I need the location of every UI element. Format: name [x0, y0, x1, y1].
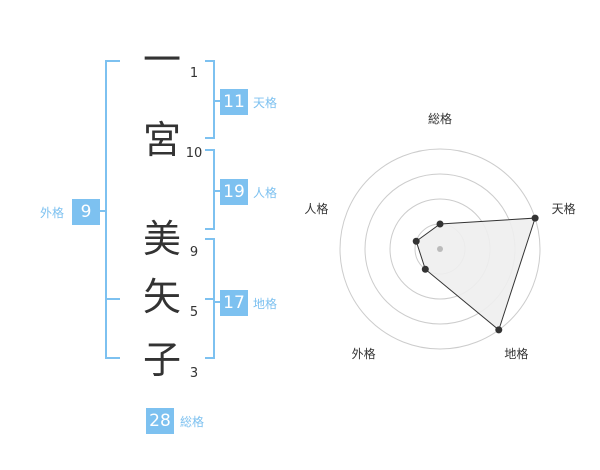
radar-point-1 — [436, 220, 444, 228]
name-char-2: 宮 — [142, 118, 181, 162]
radar-axis-label-5: 人格 — [304, 201, 328, 216]
gaikaku-value-badge: 9 — [72, 199, 100, 225]
chikaku-value-badge: 17 — [220, 290, 248, 316]
stroke-count-3: 9 — [189, 245, 199, 260]
gaikaku-bracket-outer — [105, 60, 120, 359]
name-char-5: 子 — [142, 338, 181, 382]
radar-grid-ring — [339, 148, 541, 350]
radar-point-4 — [421, 265, 429, 273]
jinkaku-bracket — [205, 149, 215, 230]
tenkaku-bracket — [205, 60, 215, 139]
name-char-1: 一 — [142, 38, 181, 82]
name-char-3: 美 — [142, 217, 181, 261]
stroke-count-5: 3 — [189, 366, 199, 381]
stroke-count-4: 5 — [189, 305, 199, 320]
radar-point-5 — [412, 237, 420, 245]
tenkaku-value-badge: 11 — [220, 89, 248, 115]
radar-series-polygon — [415, 217, 536, 331]
radar-axis-label-4: 外格 — [352, 346, 376, 361]
name-char-4: 矢 — [142, 275, 181, 319]
jinkaku-value-badge: 19 — [220, 179, 248, 205]
radar-axis-label-2: 天格 — [552, 201, 576, 216]
radar-axis-label-3: 地格 — [504, 346, 528, 361]
radar-point-3 — [495, 326, 503, 334]
stroke-count-2: 10 — [185, 146, 203, 161]
stroke-count-1: 1 — [189, 66, 199, 81]
chikaku-label: 地格 — [253, 297, 278, 311]
soukaku-label: 総格 — [180, 415, 205, 429]
radar-point-2 — [531, 214, 539, 222]
tenkaku-label: 天格 — [253, 96, 278, 110]
soukaku-value-badge: 28 — [146, 408, 174, 434]
jinkaku-label: 人格 — [253, 186, 278, 200]
radar-center-dot — [437, 246, 443, 252]
gaikaku-label: 外格 — [40, 206, 65, 220]
radar-axis-label-1: 総格 — [428, 111, 452, 126]
